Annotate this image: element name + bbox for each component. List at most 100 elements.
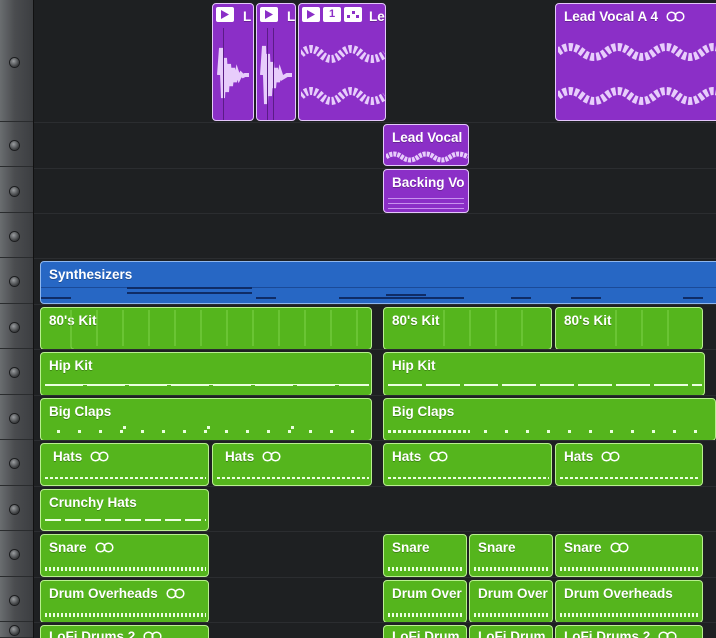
- play-icon[interactable]: [216, 7, 234, 22]
- audio-region[interactable]: L: [256, 3, 296, 121]
- track-header-row: [0, 531, 33, 577]
- track-header-gutter: [0, 0, 34, 638]
- lane-separator: [34, 577, 716, 578]
- drummer-region[interactable]: Crunchy Hats: [40, 489, 209, 531]
- pattern-scallops: [443, 310, 523, 346]
- drummer-region[interactable]: Hats: [383, 443, 552, 486]
- drummer-region[interactable]: Big Claps: [383, 398, 716, 441]
- region-label: Drum Over: [392, 586, 462, 601]
- record-dot-icon[interactable]: [10, 458, 19, 468]
- region-label: Backing Vo: [392, 175, 465, 190]
- record-dot-icon[interactable]: [10, 504, 19, 514]
- waveform: [558, 43, 716, 105]
- region-label: Hip Kit: [392, 358, 436, 373]
- region-label: Lead Vocal A 4: [564, 9, 685, 24]
- audio-region[interactable]: 1 Le: [298, 3, 386, 121]
- track-header-row: [0, 258, 33, 304]
- record-dot-icon[interactable]: [10, 549, 19, 559]
- region-label: Snare: [564, 540, 629, 555]
- drummer-region[interactable]: Drum Overheads: [555, 580, 703, 623]
- lane-separator: [34, 122, 716, 123]
- play-icon[interactable]: [260, 7, 278, 22]
- region-label: Le: [369, 9, 385, 24]
- track-header-row: [0, 304, 33, 349]
- play-icon[interactable]: [302, 7, 320, 22]
- track-header-row: [0, 122, 33, 167]
- region-label: LoFi Drums 2: [564, 629, 677, 638]
- drummer-region[interactable]: Drum Over: [469, 580, 553, 623]
- record-dot-icon[interactable]: [10, 186, 19, 196]
- drummer-region[interactable]: Hip Kit: [40, 352, 372, 396]
- region-label: Drum Over: [478, 586, 548, 601]
- drummer-region[interactable]: Drum Over: [383, 580, 467, 623]
- drummer-region[interactable]: 80's Kit: [383, 307, 552, 350]
- loop-icon: [609, 542, 629, 553]
- region-label: 80's Kit: [392, 313, 440, 328]
- region-label: Snare: [392, 540, 430, 555]
- track-header-row: [0, 577, 33, 622]
- drummer-region[interactable]: Hats: [212, 443, 372, 486]
- drummer-region[interactable]: LoFi Drum: [383, 625, 467, 638]
- loop-icon: [666, 11, 685, 22]
- region-label: Drum Overheads: [564, 586, 673, 601]
- loop-icon: [601, 451, 620, 462]
- loop-icon: [143, 631, 162, 638]
- record-dot-icon[interactable]: [10, 276, 19, 286]
- track-header-row: [0, 0, 33, 122]
- loop-icon: [262, 451, 281, 462]
- region-label: LoFi Drum: [478, 629, 546, 638]
- drummer-region[interactable]: Hats: [40, 443, 209, 486]
- region-label: Hats: [53, 449, 109, 464]
- region-label: Synthesizers: [49, 267, 133, 282]
- lane-separator: [34, 213, 716, 214]
- region-label: Crunchy Hats: [49, 495, 137, 510]
- record-dot-icon[interactable]: [10, 367, 19, 377]
- take-counter[interactable]: 1: [323, 7, 341, 22]
- loop-icon: [429, 451, 448, 462]
- track-header-row: [0, 168, 33, 213]
- midi-region[interactable]: Synthesizers: [40, 261, 716, 304]
- record-dot-icon[interactable]: [10, 140, 19, 150]
- drummer-region[interactable]: Hats: [555, 443, 703, 486]
- waveform: [301, 45, 385, 105]
- drummer-region[interactable]: Snare: [40, 534, 209, 577]
- record-dot-icon[interactable]: [10, 322, 19, 332]
- drummer-region[interactable]: Snare: [383, 534, 467, 577]
- region-label: L: [243, 9, 252, 24]
- audio-region[interactable]: L: [212, 3, 254, 121]
- track-header-row: [0, 395, 33, 440]
- drummer-region[interactable]: Big Claps: [40, 398, 372, 441]
- record-dot-icon[interactable]: [10, 231, 19, 241]
- drummer-region[interactable]: Snare: [555, 534, 703, 577]
- audio-region[interactable]: Backing Vo: [383, 169, 469, 213]
- pattern-scallops: [70, 310, 358, 349]
- drummer-region[interactable]: 80's Kit: [555, 307, 703, 350]
- region-label: 80's Kit: [564, 313, 612, 328]
- drummer-region[interactable]: Drum Overheads: [40, 580, 209, 623]
- drummer-region[interactable]: 80's Kit: [40, 307, 372, 350]
- region-label: 80's Kit: [49, 313, 97, 328]
- drummer-region[interactable]: LoFi Drums 2: [40, 625, 209, 638]
- record-dot-icon[interactable]: [10, 626, 19, 635]
- drummer-region[interactable]: Snare: [469, 534, 553, 577]
- midi-icon[interactable]: [344, 7, 362, 22]
- region-label: L: [287, 9, 296, 24]
- record-dot-icon[interactable]: [10, 413, 19, 423]
- audio-region[interactable]: Lead Vocal: [383, 124, 469, 166]
- lane-separator: [34, 486, 716, 487]
- loop-icon: [94, 542, 114, 553]
- region-label: Big Claps: [392, 404, 455, 419]
- track-header-row: [0, 440, 33, 486]
- track-header-row: [0, 486, 33, 531]
- audio-region[interactable]: Lead Vocal A 4: [555, 3, 716, 121]
- record-dot-icon[interactable]: [10, 57, 19, 67]
- record-dot-icon[interactable]: [10, 595, 19, 605]
- drummer-region[interactable]: LoFi Drum: [469, 625, 553, 638]
- waveform: [260, 28, 292, 120]
- lane-separator: [34, 622, 716, 623]
- drummer-region[interactable]: Hip Kit: [383, 352, 705, 396]
- drummer-region[interactable]: LoFi Drums 2: [555, 625, 703, 638]
- track-header-row: [0, 622, 33, 638]
- region-label: LoFi Drums 2: [49, 629, 162, 638]
